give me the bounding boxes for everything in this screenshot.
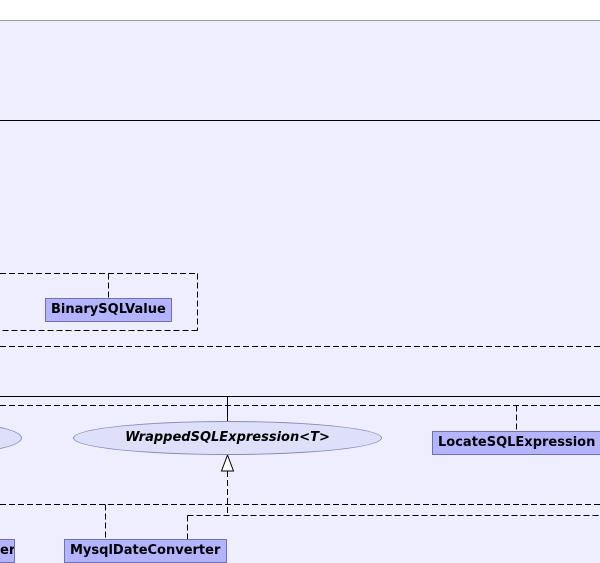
class-binary-sql-value-label: BinarySQLValue — [51, 302, 166, 317]
dashed-bracket-binary — [0, 273, 198, 331]
diagram-background — [0, 20, 600, 563]
interface-wrapped-sql-expression[interactable]: WrappedSQLExpression<T> — [73, 421, 382, 455]
dashed-connector-bottom — [0, 471, 600, 539]
class-partial-left-label: er — [0, 543, 15, 558]
class-binary-sql-value[interactable]: BinarySQLValue — [45, 298, 172, 322]
class-partial-left[interactable]: er — [0, 539, 15, 563]
interface-wrapped-sql-expression-label: WrappedSQLExpression<T> — [125, 430, 330, 445]
realization-arrowhead — [220, 453, 235, 472]
dashed-connector-locate — [0, 405, 600, 431]
class-mysql-date-converter-label: MysqlDateConverter — [70, 543, 221, 558]
class-locate-sql-expression[interactable]: LocateSQLExpression — [432, 431, 600, 455]
class-mysql-date-converter[interactable]: MysqlDateConverter — [64, 539, 227, 563]
class-locate-sql-expression-label: LocateSQLExpression — [438, 435, 596, 450]
